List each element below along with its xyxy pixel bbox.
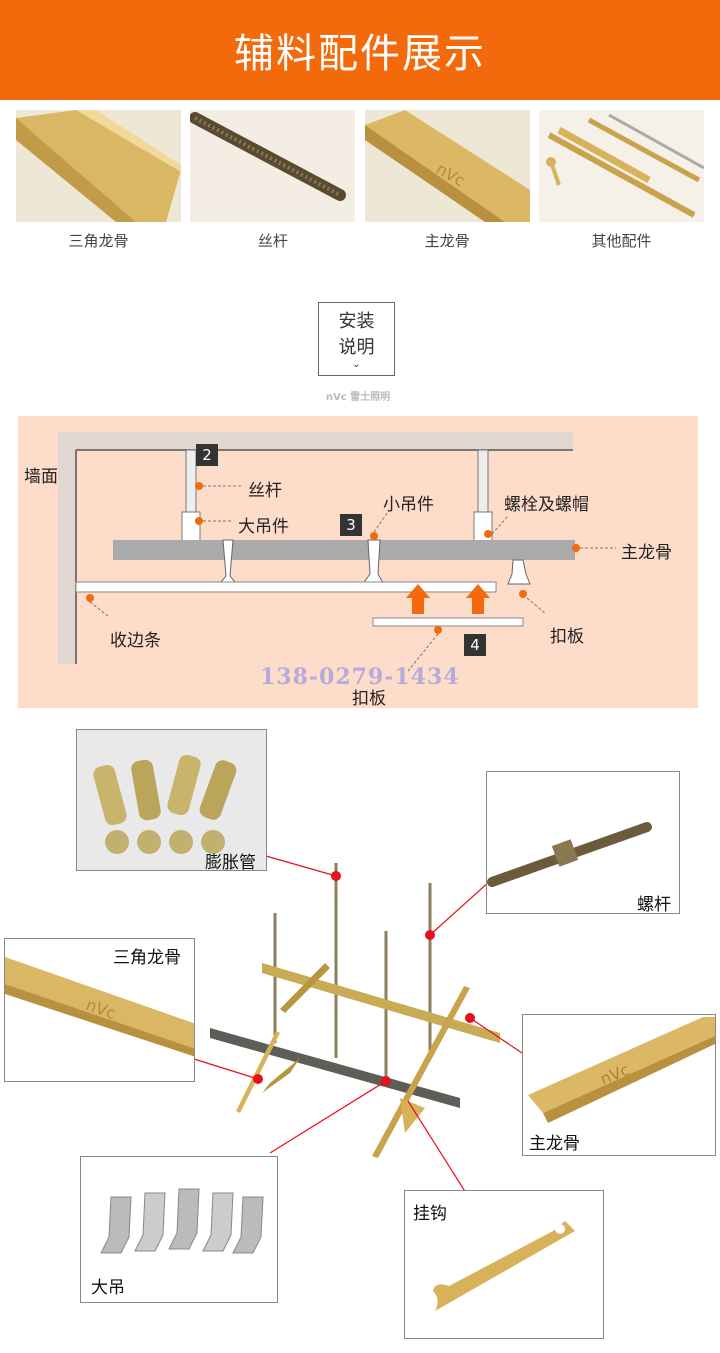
triangle-keel-image — [16, 110, 181, 222]
hook-label: 挂钩 — [413, 1204, 447, 1224]
expansion-tube-photo: 膨胀管 — [76, 729, 267, 871]
main-keel-label: 主龙骨 — [529, 1134, 580, 1154]
screw-bar-photo: 螺杆 — [486, 771, 680, 914]
triangle-keel-label: 三角龙骨 — [113, 948, 181, 968]
big-hanger-photo: 大吊 — [80, 1156, 278, 1303]
thumb-caption: 丝杆 — [257, 232, 288, 250]
triangle-keel-photo: nVc 三角龙骨 — [4, 938, 195, 1082]
main-keel-label: 主龙骨 — [621, 543, 672, 563]
wall-label: 墙面 — [24, 467, 58, 487]
phone-watermark: 138-0279-1434 — [260, 664, 460, 690]
thumb-triangle-keel[interactable]: 三角龙骨 — [16, 110, 181, 251]
main-keel-image: nVc — [364, 110, 530, 222]
brand-logo: nVc 雷士照明 — [325, 392, 391, 403]
small-hanger-label: 小吊件 — [383, 495, 434, 515]
screw-bar-label: 螺杆 — [637, 895, 671, 914]
assembly-illustration — [193, 855, 523, 1194]
install-line-1: 安装 — [338, 311, 375, 332]
thumb-other-parts[interactable]: 其他配件 — [538, 110, 704, 251]
bolt-nut-label: 螺栓及螺帽 — [504, 495, 589, 515]
chevron-down-icon: ⌄ — [352, 359, 361, 370]
screw-rod-label: 丝杆 — [248, 481, 282, 501]
edge-strip-label: 收边条 — [110, 631, 161, 651]
other-parts-image — [538, 110, 704, 222]
panel-label-right: 扣板 — [550, 627, 584, 647]
hook-photo: 挂钩 — [404, 1190, 604, 1339]
step-3-badge: 3 — [340, 514, 362, 536]
install-line-2: 说明 — [338, 337, 375, 358]
diagram-drawing — [58, 432, 616, 672]
thumb-caption: 其他配件 — [591, 232, 652, 250]
accessory-thumbnails: 三角龙骨 丝杆 nVc 主龙骨 — [16, 110, 704, 251]
step-4-badge: 4 — [464, 634, 486, 656]
step-2-badge: 2 — [196, 444, 218, 466]
main-keel-photo: nVc 主龙骨 — [522, 1014, 716, 1156]
panel-label-bottom: 扣板 — [352, 689, 386, 709]
expansion-tube-label: 膨胀管 — [205, 853, 256, 871]
screw-rod-image — [190, 110, 356, 222]
big-hanger-label: 大吊 — [91, 1278, 125, 1298]
thumb-caption: 三角龙骨 — [68, 232, 129, 250]
install-instructions-title: 安装 说明 ⌄ — [318, 302, 395, 376]
thumb-screw-rod[interactable]: 丝杆 — [190, 110, 356, 251]
installation-diagram: 墙面 2 丝杆 大吊件 3 小吊件 螺栓及螺帽 主龙骨 收边条 扣板 4 扣板 — [18, 416, 698, 709]
thumb-main-keel[interactable]: nVc 主龙骨 — [364, 110, 530, 251]
thumb-caption: 主龙骨 — [424, 232, 470, 250]
header-banner: 辅料配件展示 — [0, 0, 720, 100]
banner-title: 辅料配件展示 — [234, 31, 486, 77]
big-hanger-label: 大吊件 — [238, 517, 289, 537]
